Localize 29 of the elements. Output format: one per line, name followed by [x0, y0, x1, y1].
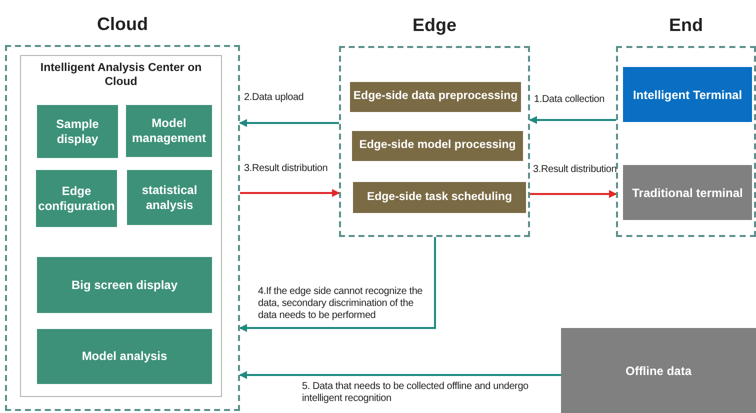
- edge-label: 1.Data collection: [534, 94, 606, 106]
- terminal-box: Intelligent Terminal: [623, 67, 752, 122]
- module-box: statistical analysis: [127, 170, 212, 225]
- edge-label: 4.If the edge side cannot recognize the data, secondary discrimination of the data needs to be performed: [258, 286, 424, 322]
- edge-label: 3.Result distribution: [533, 164, 615, 176]
- column-heading: End: [668, 14, 704, 37]
- terminal-box: Offline data: [561, 328, 756, 413]
- process-box: Edge-side data preprocessing: [350, 82, 521, 112]
- arrow: [530, 190, 617, 198]
- module-box: Sample display: [37, 105, 118, 158]
- process-box: Edge-side model processing: [352, 131, 523, 161]
- arrow: [240, 189, 340, 197]
- module-box: Big screen display: [37, 257, 212, 313]
- arrow: [529, 116, 616, 124]
- arrow: [239, 371, 561, 379]
- module-box: Model analysis: [37, 329, 212, 384]
- process-box: Edge-side task scheduling: [353, 182, 526, 213]
- terminal-box: Traditional terminal: [623, 165, 752, 220]
- column-heading: Cloud: [96, 13, 149, 36]
- panel-title: Intelligent Analysis Center on Cloud: [39, 61, 203, 90]
- arrow: [239, 119, 339, 127]
- module-box: Edge configuration: [36, 170, 117, 227]
- edge-label: 2.Data upload: [244, 92, 305, 104]
- edge-label: 3.Result distribution: [244, 163, 329, 175]
- edge-label: 5. Data that needs to be collected offline and undergo intelligent recognition: [302, 381, 530, 405]
- panel-box: [20, 55, 222, 397]
- arrow: [239, 237, 436, 332]
- column-heading: Edge: [411, 14, 458, 37]
- module-box: Model management: [126, 105, 212, 157]
